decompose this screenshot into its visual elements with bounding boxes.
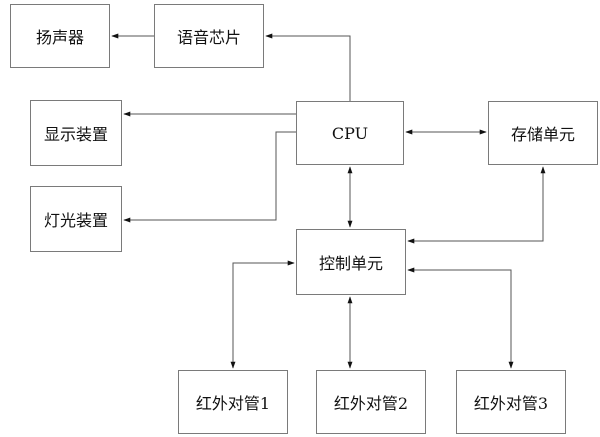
ir-pair-2-label: 红外对管2 <box>333 394 409 413</box>
light-device-label: 灯光装置 <box>43 211 108 230</box>
voice-chip-label: 语音芯片 <box>176 28 241 47</box>
light-device-block: 灯光装置 <box>30 186 122 252</box>
connector-control-ir3 <box>407 267 514 369</box>
connector-cpu-to-light <box>123 131 296 223</box>
voice-chip-block: 语音芯片 <box>154 4 264 68</box>
connector-control-ir1 <box>230 260 295 369</box>
speaker-label: 扬声器 <box>35 28 84 47</box>
control-unit-label: 控制单元 <box>318 254 383 273</box>
connector-storage-control <box>407 166 546 244</box>
display-device-label: 显示装置 <box>43 125 108 144</box>
cpu-label: CPU <box>331 123 369 143</box>
ir-pair-2-block: 红外对管2 <box>316 370 426 434</box>
display-device-block: 显示装置 <box>30 100 122 166</box>
ir-pair-3-label: 红外对管3 <box>473 394 549 413</box>
cpu-block: CPU <box>296 101 404 165</box>
storage-unit-label: 存储单元 <box>510 125 575 144</box>
storage-unit-block: 存储单元 <box>488 101 598 165</box>
control-unit-block: 控制单元 <box>296 229 406 295</box>
speaker-block: 扬声器 <box>10 4 110 68</box>
ir-pair-1-label: 红外对管1 <box>195 394 271 413</box>
connector-cpu-to-voice <box>265 33 351 101</box>
ir-pair-1-block: 红外对管1 <box>178 370 288 434</box>
ir-pair-3-block: 红外对管3 <box>456 370 566 434</box>
